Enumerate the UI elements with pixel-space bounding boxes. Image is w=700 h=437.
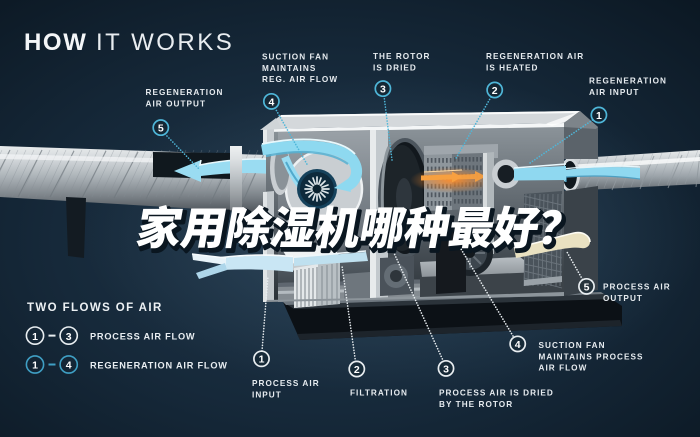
- svg-text:IS HEATED: IS HEATED: [486, 63, 539, 72]
- svg-text:4: 4: [515, 339, 521, 351]
- svg-text:REGENERATION AIR FLOW: REGENERATION AIR FLOW: [90, 360, 228, 370]
- svg-text:REGENERATION: REGENERATION: [589, 77, 667, 86]
- svg-text:TWO FLOWS OF AIR: TWO FLOWS OF AIR: [27, 302, 163, 314]
- svg-text:PROCESS AIR FLOW: PROCESS AIR FLOW: [90, 332, 195, 342]
- svg-text:1: 1: [32, 331, 38, 343]
- svg-text:AIR INPUT: AIR INPUT: [589, 88, 639, 97]
- svg-text:SUCTION FAN: SUCTION FAN: [539, 341, 606, 350]
- svg-text:1: 1: [596, 110, 602, 122]
- svg-text:MAINTAINS: MAINTAINS: [262, 64, 316, 73]
- svg-text:3: 3: [380, 84, 386, 96]
- svg-text:HOW: HOW: [24, 29, 87, 56]
- svg-text:3: 3: [66, 331, 72, 343]
- svg-text:5: 5: [158, 123, 164, 135]
- svg-text:REGENERATION AIR: REGENERATION AIR: [486, 52, 584, 61]
- svg-text:IT WORKS: IT WORKS: [96, 29, 234, 56]
- svg-text:4: 4: [66, 360, 72, 372]
- svg-text:2: 2: [354, 364, 360, 376]
- svg-text:SUCTION FAN: SUCTION FAN: [262, 53, 329, 62]
- svg-text:5: 5: [584, 281, 590, 293]
- svg-text:IS DRIED: IS DRIED: [373, 63, 417, 72]
- svg-text:MAINTAINS PROCESS: MAINTAINS PROCESS: [539, 352, 644, 361]
- svg-text:REG. AIR FLOW: REG. AIR FLOW: [262, 75, 338, 84]
- svg-text:4: 4: [268, 96, 274, 108]
- svg-text:PROCESS AIR: PROCESS AIR: [252, 379, 320, 388]
- svg-text:INPUT: INPUT: [252, 390, 282, 399]
- svg-text:REGENERATION: REGENERATION: [146, 88, 224, 97]
- svg-text:1: 1: [32, 360, 38, 372]
- svg-text:PROCESS AIR: PROCESS AIR: [603, 283, 671, 292]
- svg-text:1: 1: [259, 354, 265, 366]
- svg-text:3: 3: [443, 363, 449, 375]
- svg-text:THE ROTOR: THE ROTOR: [373, 52, 431, 61]
- svg-text:AIR FLOW: AIR FLOW: [539, 364, 588, 373]
- svg-text:FILTRATION: FILTRATION: [350, 389, 408, 398]
- svg-text:BY THE ROTOR: BY THE ROTOR: [439, 400, 513, 409]
- svg-text:AIR OUTPUT: AIR OUTPUT: [146, 99, 207, 108]
- svg-text:OUTPUT: OUTPUT: [603, 294, 643, 303]
- svg-text:PROCESS AIR IS DRIED: PROCESS AIR IS DRIED: [439, 389, 554, 398]
- svg-text:2: 2: [492, 85, 498, 97]
